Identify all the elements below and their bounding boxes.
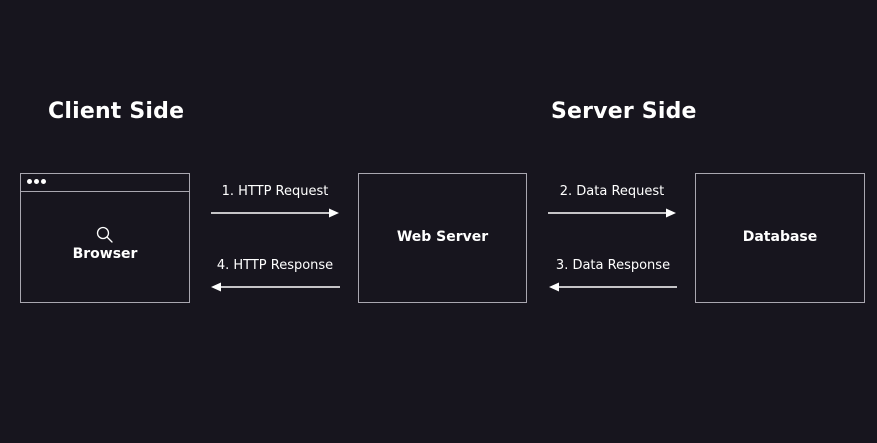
browser-node: Browser xyxy=(20,173,190,303)
data-request-label: 2. Data Request xyxy=(559,184,665,199)
http-response-arrow xyxy=(211,282,340,292)
client-side-heading: Client Side xyxy=(48,99,185,124)
data-response-arrow xyxy=(549,282,677,292)
browser-titlebar xyxy=(21,174,189,192)
http-response-label: 4. HTTP Response xyxy=(216,258,334,273)
data-request-arrow xyxy=(548,208,676,218)
window-dot-icon xyxy=(27,179,32,184)
data-response-label: 3. Data Response xyxy=(555,258,671,273)
window-dot-icon xyxy=(41,179,46,184)
database-label: Database xyxy=(742,229,818,245)
search-icon xyxy=(96,226,113,243)
http-request-arrow xyxy=(211,208,339,218)
database-node: Database xyxy=(695,173,865,303)
window-dot-icon xyxy=(34,179,39,184)
http-request-label: 1. HTTP Request xyxy=(221,184,329,199)
web-server-node: Web Server xyxy=(358,173,527,303)
server-side-heading: Server Side xyxy=(551,99,697,124)
browser-label: Browser xyxy=(72,246,138,262)
web-server-label: Web Server xyxy=(396,229,489,245)
